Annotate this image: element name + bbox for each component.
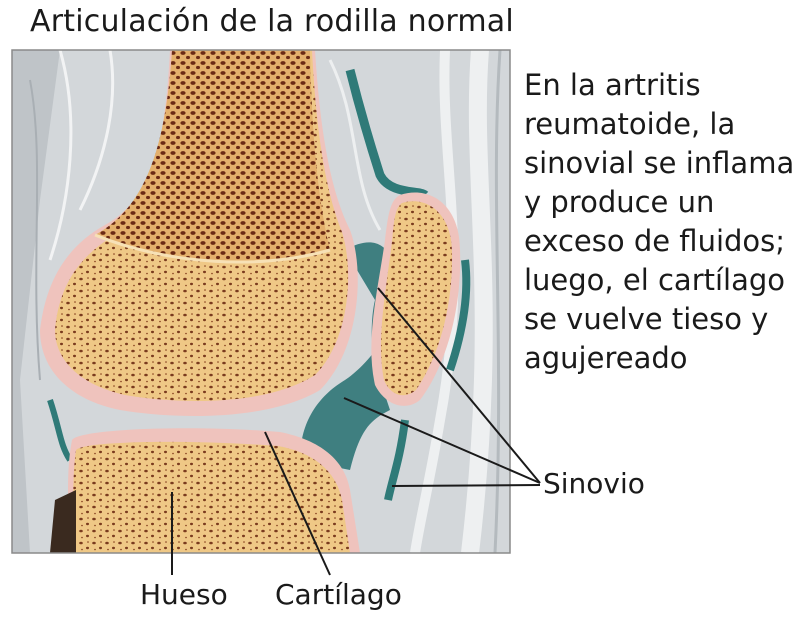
- label-cartilago: Cartílago: [275, 578, 402, 611]
- tibia-bone: [73, 442, 350, 553]
- sinovio-leader-line-lower: [392, 485, 540, 486]
- label-hueso: Hueso: [140, 578, 228, 611]
- label-sinovio: Sinovio: [543, 467, 645, 500]
